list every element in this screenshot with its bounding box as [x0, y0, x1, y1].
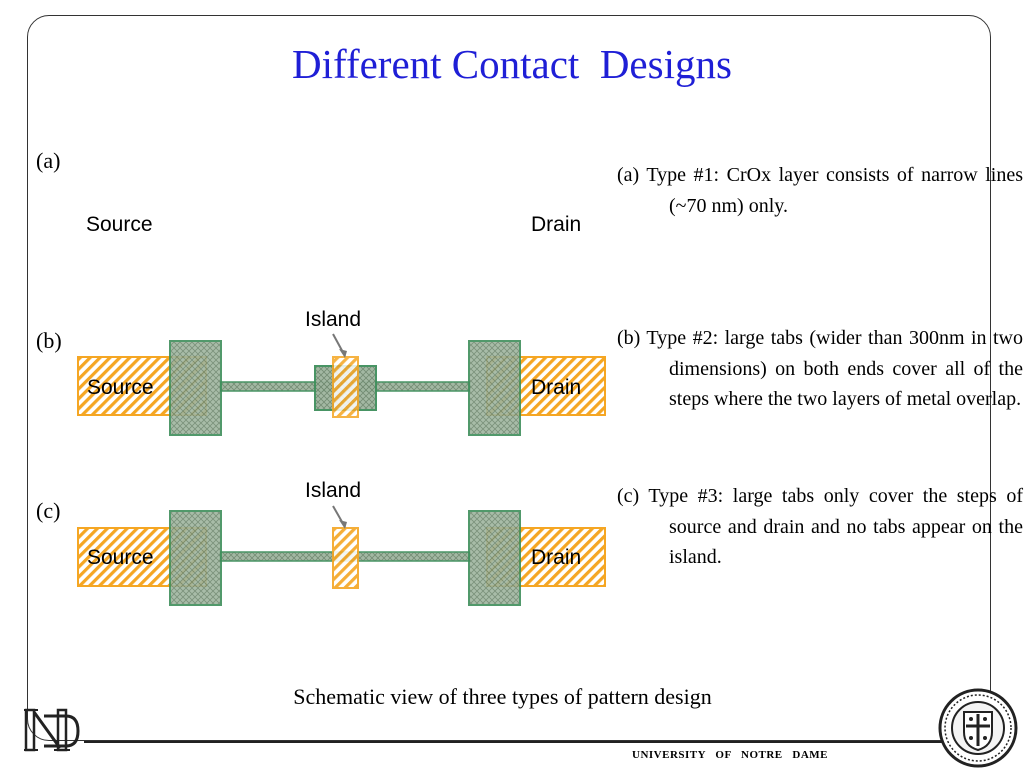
nd-monogram-logo — [24, 708, 80, 752]
panel-a-source-label: Source — [86, 213, 153, 236]
panel-a-tag: (a) — [36, 148, 61, 173]
slide-title: Different Contact Designs — [292, 41, 732, 87]
island — [332, 356, 359, 418]
source-tab — [169, 340, 222, 436]
panel-c-source-label: Source — [87, 546, 154, 569]
footer-rule — [84, 741, 946, 743]
drain-tab — [468, 340, 521, 436]
drain-tab — [468, 510, 521, 606]
panel-b-structure — [77, 333, 606, 436]
island-arrowhead — [339, 349, 347, 358]
island — [332, 527, 359, 589]
panel-c-tag: (c) — [36, 498, 61, 523]
source-tab — [169, 510, 222, 606]
university-seal-logo — [938, 688, 1018, 768]
panel-b-source-label: Source — [87, 376, 154, 399]
description-a: (a) Type #1: CrOx layer consists of narr… — [617, 164, 1023, 217]
panel-c-structure — [77, 505, 606, 606]
panel-a-drain-label: Drain — [531, 213, 582, 236]
panel-b-tag: (b) — [36, 328, 62, 353]
panel-c-island-label: Island — [305, 479, 362, 502]
footer-text: UNIVERSITY OF NOTRE DAME — [632, 749, 829, 761]
description-c: (c) Type #3: large tabs only cover the s… — [617, 485, 1023, 568]
description-b: (b) Type #2: large tabs (wider than 300n… — [617, 327, 1023, 410]
figure-caption: Schematic view of three types of pattern… — [293, 684, 712, 709]
panel-b-drain-label: Drain — [531, 376, 582, 399]
panel-b-island-label: Island — [305, 308, 362, 331]
island-arrowhead — [339, 520, 347, 529]
panel-c-drain-label: Drain — [531, 546, 582, 569]
